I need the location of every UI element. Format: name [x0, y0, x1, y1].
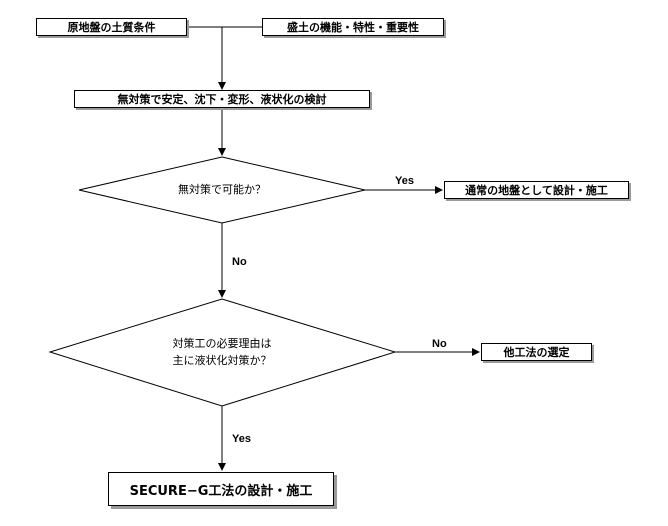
edge-label-yes-1: Yes	[395, 175, 414, 187]
fill-function-label: 盛土の機能・特性・重要性	[287, 21, 419, 34]
decision-1-text: 無対策で可能か？	[178, 183, 266, 196]
secure-g-design-label: SECURE−G工法の設計・施工	[129, 483, 313, 499]
study-no-measures-box: 無対策で安定、沈下・変形、液状化の検討	[74, 90, 370, 108]
edge-label-no-1: No	[232, 256, 247, 268]
edge-label-yes-2: Yes	[232, 433, 251, 445]
other-method-box: 他工法の選定	[481, 343, 592, 361]
ground-conditions-label: 原地盤の土質条件	[67, 21, 156, 34]
ground-conditions-box: 原地盤の土質条件	[36, 18, 187, 36]
decision-2-text: 対策工の必要理由は 主に液状化対策か？	[172, 337, 272, 367]
study-no-measures-label: 無対策で安定、沈下・変形、液状化の検討	[117, 93, 327, 106]
normal-design-box: 通常の地盤として設計・施工	[444, 181, 629, 199]
edge-label-no-2: No	[432, 338, 447, 350]
other-method-label: 他工法の選定	[503, 346, 570, 359]
normal-design-label: 通常の地盤として設計・施工	[465, 184, 608, 197]
fill-function-box: 盛土の機能・特性・重要性	[262, 18, 444, 36]
secure-g-design-box: SECURE−G工法の設計・施工	[108, 472, 334, 506]
